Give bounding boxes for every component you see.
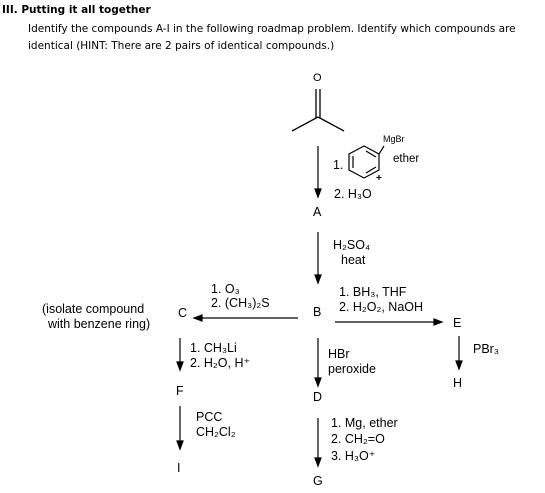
reagent-B-E-2: 2. H₂O₂, NaOH [339,300,424,314]
reagent-D-G-3: 3. H₃O⁺ [331,449,376,463]
reagent-B-D-2: peroxide [328,362,376,376]
compound-D: D [313,390,323,404]
mgbr-label: MgBr [383,134,405,144]
step-to-A-2: 2. H₃O [334,187,372,201]
note-C-line-2: with benzene ring) [48,317,151,331]
reagent-D-G-1: 1. Mg, ether [331,416,398,430]
compound-G: G [313,474,323,488]
reagent-F-I-1: PCC [196,410,223,424]
note-C-line-1: (isolate compound [42,302,145,316]
reagent-B-C-2: 2. (CH₃)₂S [211,296,270,310]
acetone-structure [291,89,345,132]
reagent-A-B-1: H₂SO₄ [333,238,371,252]
h3o-plus-charge: + [376,173,382,184]
reagent-A-B-2: heat [341,253,366,267]
benzene-ring [348,145,385,179]
reagent-D-G-2: 2. CH₂=O [331,432,385,446]
compound-A: A [313,205,322,219]
reagent-B-C-1: 1. O₃ [211,282,240,296]
ether-label: ether [393,153,420,165]
reagent-F-I-2: CH₂Cl₂ [196,425,236,439]
reagent-B-D-1: HBr [328,347,350,361]
compound-E: E [453,316,462,330]
oxygen-atom-label: O [313,72,322,84]
reagent-B-E-1: 1. BH₃, THF [339,285,407,299]
reagent-C-F-1: 1. CH₃Li [190,341,237,355]
compound-H: H [453,376,463,390]
compound-F: F [176,384,184,398]
reagent-E-H: PBr₃ [473,342,499,356]
section-title: III. Putting it all together [2,4,151,16]
instruction-line-2: identical (HINT: There are 2 pairs of id… [28,40,335,52]
step-to-A-1: 1. [333,158,344,172]
compound-I: I [177,461,181,475]
compound-B: B [313,305,322,319]
compound-C: C [178,306,188,320]
reagent-C-F-2: 2. H₂O, H⁺ [190,356,251,370]
instruction-line-1: Identify the compounds A-I in the follow… [28,23,516,35]
